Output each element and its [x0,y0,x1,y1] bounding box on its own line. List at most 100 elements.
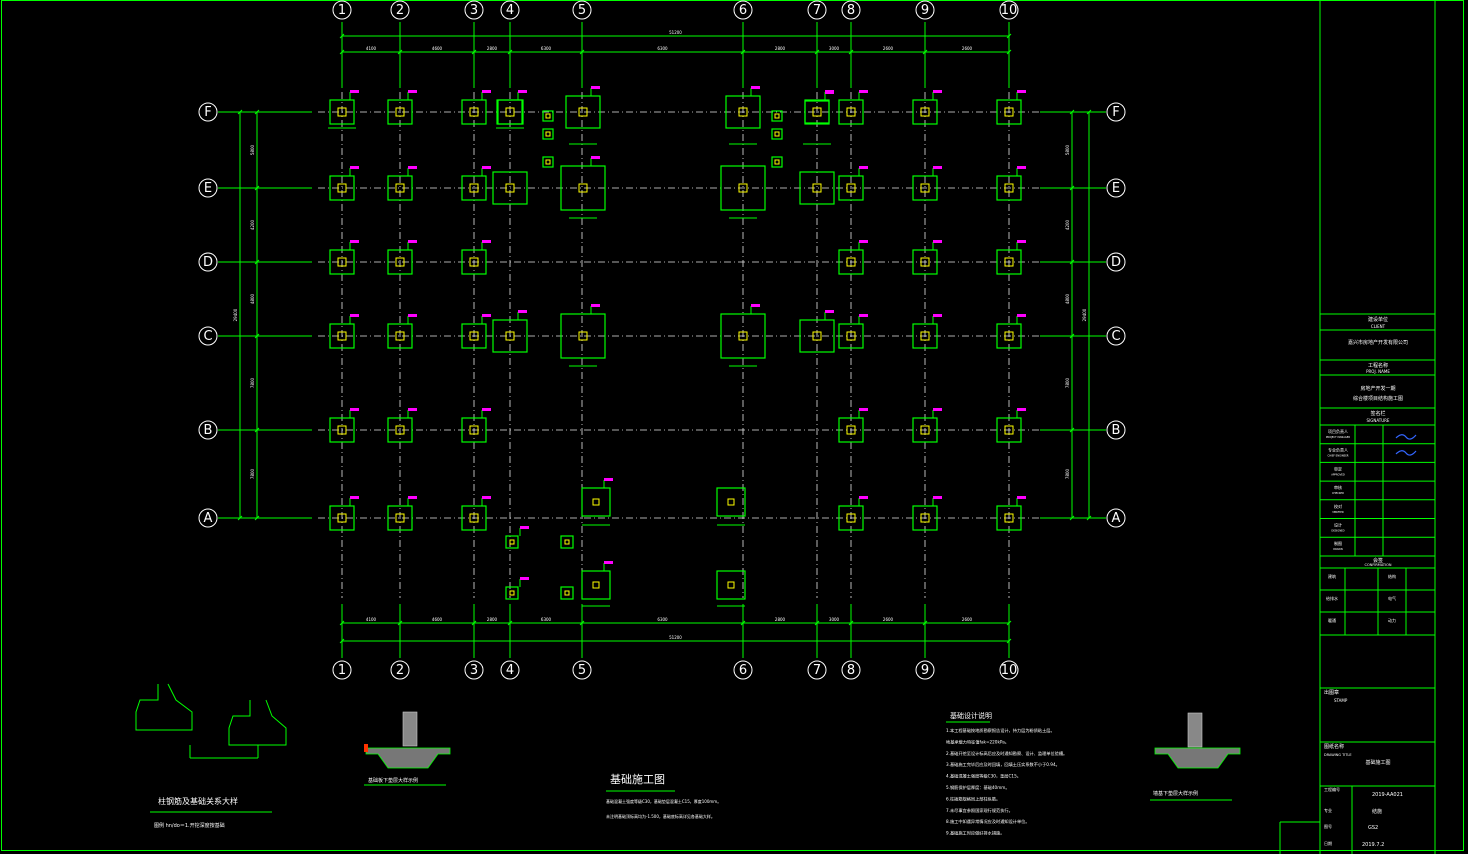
footing-1-B [329,408,359,443]
stamp-label: 出图章 [1324,689,1339,696]
footing-10-D-tag [1017,240,1026,243]
footing-9-D-pad [912,249,938,275]
footing-stair-4 [716,570,746,600]
footing-9-F-pad [912,99,938,125]
dim-bottom-total-tick [339,638,345,644]
notes-line-7: 6.柱插筋规格同上部柱纵筋。 [946,795,1000,802]
dim-top-parts-label: 4600 [432,46,443,51]
footing-3-F-tag [482,90,491,93]
footing-small-10-pad [771,156,783,168]
footing-small-8 [771,110,783,122]
axis-bubble-top-7: 7 [807,0,827,20]
confirm-label-en: CONFIRMATION [1365,563,1392,567]
dim-top-parts-tick [339,49,345,55]
role-label-2: 审定 [1334,465,1342,471]
footing-3-D-column [469,257,479,267]
dim-right-parts-label: 7800 [1065,377,1070,388]
axis-bubble-bottom-1: 1 [332,660,352,680]
axis-bubble-right-B-label: B [1112,423,1121,438]
footing-5-C [560,304,606,359]
footing-1-C-column [337,331,347,341]
axis-bubble-bottom-2-label: 2 [396,663,404,678]
footing-small-7-pad [542,156,554,168]
footing-8-C-pad [838,323,864,349]
footing-stair-4-column [727,581,735,589]
axis-bubble-top-9-circle [915,0,935,20]
axis-bubble-bottom-4-label: 4 [506,663,514,678]
footing-3-B-tag [482,408,491,411]
axis-bubble-top-2: 2 [390,0,410,20]
footing-2-A-column [395,513,405,523]
axis-bubble-top-8-label: 8 [847,3,855,18]
footing-6-C-tag [751,304,760,307]
axis-bubble-bottom-10: 10 [999,660,1019,680]
dim-right-parts-label: 7800 [1065,468,1070,479]
footing-4-C-tag [518,310,527,313]
footing-stair-1-column [592,498,600,506]
footing-3-B [461,408,491,443]
footing-7-E [799,171,835,205]
axis-bubble-left-A: A [198,508,218,528]
axis-bubble-bottom-2: 2 [390,660,410,680]
notes-line-3: 2.基础开挖至设计标高后应及时通知勘察、设计、监理单位验槽。 [946,750,1067,757]
footing-6-E-pad [720,165,766,211]
dim-left-parts-label: 5800 [250,144,255,155]
dim-left-parts-tick [254,427,260,433]
footing-small-10-column [774,159,780,165]
axis-bubble-top-5-label: 5 [578,3,586,18]
role-label-1: 专业负责人 [1328,447,1348,453]
signature-mark-1 [1395,434,1417,440]
notes-line-9: 8.施工中如遇异常情况应及时通知设计单位。 [946,818,1030,825]
axis-bubble-right-D: D [1106,252,1126,272]
dim-left-parts-tick [254,515,260,521]
axis-bubble-top-7-circle [807,0,827,20]
footing-2-D-pad [387,249,413,275]
footing-5-C-tag [591,304,600,307]
confirm-discipline-0: 建筑 [1328,573,1336,579]
wall-bedding-detail: 墙基下垫层大样示例 [1150,712,1241,801]
axis-bubble-bottom-8-circle [841,660,861,680]
footing-1-A-tag [350,496,359,499]
dim-right-parts-label: 4800 [1065,293,1070,304]
footing-small-9 [771,128,783,140]
dim-top-parts-tick [507,49,513,55]
dim-bottom-parts-label: 2600 [883,617,894,622]
footing-8-D-column [846,257,856,267]
footing-9-B-pad [912,417,938,443]
dim-top-parts-tick [740,49,746,55]
title-block: 建设单位 CLIENT 嘉兴市房地产开发有限公司 工程名称 PROJ. NAME… [1279,313,1435,854]
footing-8-F-pad [838,99,864,125]
footing-10-D [996,240,1026,275]
dim-left-total-tick [237,109,243,115]
axis-bubble-left-E-label: E [204,181,212,196]
dim-left-parts-label: 7800 [250,468,255,479]
footing-2-D-tag [408,240,417,243]
footing-2-C-tag [408,314,417,317]
axis-bubble-bottom-9-circle [915,660,935,680]
footing-small-8-column [774,113,780,119]
drawing-name-label-en: DRAWING TITLE [1324,753,1352,757]
footing-stair-3 [716,487,746,517]
dim-left-parts-tick [254,185,260,191]
footing-10-C-column [1004,331,1014,341]
axis-bubble-bottom-7-label: 7 [813,663,821,678]
footing-8-E [838,166,868,201]
footing-3-F-column [469,107,479,117]
footing-6-F [725,86,761,129]
footings [329,86,1026,600]
axis-bubble-top-10: 10 [999,0,1019,20]
drawing-no-label: 图号 [1324,823,1332,829]
signature-mark-2 [1395,450,1417,456]
role-label-en-5: DESIGNED [1331,529,1344,533]
footing-3-C-column [469,331,479,341]
footing-7-F-pad [804,100,830,124]
axis-bubble-left-A-label: A [204,511,213,526]
dim-right-parts-tick [1069,427,1075,433]
footing-2-A [387,496,417,531]
footing-9-E [912,166,942,201]
footing-8-B [838,408,868,443]
axis-bubble-right-C-label: C [1111,329,1120,344]
footing-stair-3-column [727,498,735,506]
